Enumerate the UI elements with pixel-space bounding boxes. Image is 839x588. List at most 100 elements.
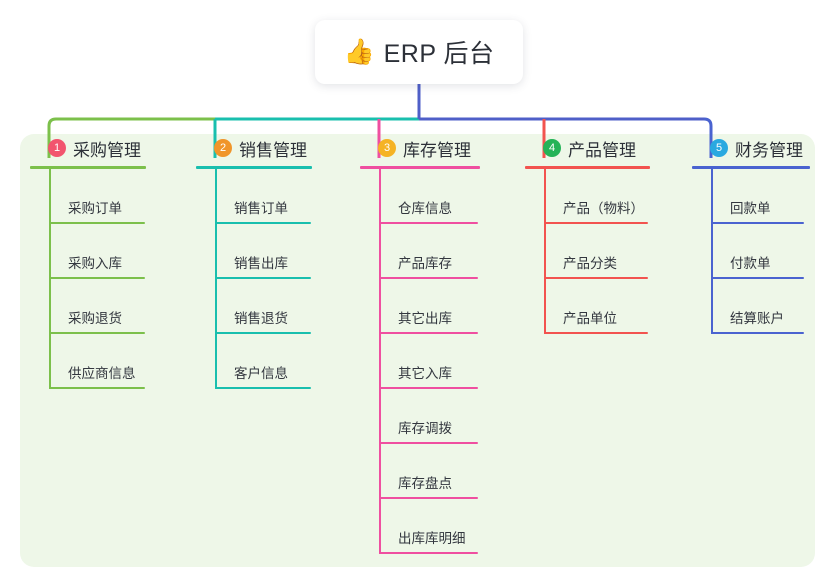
branch-item-label: 销售订单 bbox=[234, 201, 288, 216]
branch-item[interactable]: 销售出库 bbox=[216, 224, 346, 279]
branch-spine bbox=[49, 169, 51, 389]
branch-item[interactable]: 采购入库 bbox=[50, 224, 180, 279]
branch-item-underline bbox=[50, 222, 145, 224]
branch-item-underline bbox=[216, 332, 311, 334]
branch-number-badge: 3 bbox=[378, 139, 396, 157]
branch-item-label: 客户信息 bbox=[234, 366, 288, 381]
branch-spine bbox=[711, 169, 713, 334]
branch-item-list: 销售订单销售出库销售退货客户信息 bbox=[196, 169, 346, 389]
branch-item-underline bbox=[545, 332, 648, 334]
root-node[interactable]: 👍 ERP 后台 bbox=[315, 20, 523, 84]
branch-item-underline bbox=[380, 332, 478, 334]
branch-item-list: 产品（物料） 产品分类产品单位 bbox=[525, 169, 677, 334]
branch-item-label: 采购入库 bbox=[68, 256, 122, 271]
branch-item-underline bbox=[216, 277, 311, 279]
branch-item[interactable]: 仓库信息 bbox=[380, 169, 510, 224]
branch-item-label: 产品（物料） bbox=[563, 201, 644, 216]
branch-item-underline bbox=[50, 277, 145, 279]
branch-underline bbox=[30, 166, 146, 169]
branch-item-underline bbox=[712, 277, 804, 279]
branch-item-label: 仓库信息 bbox=[398, 201, 452, 216]
branch-item[interactable]: 其它出库 bbox=[380, 279, 510, 334]
branch-item-label: 销售出库 bbox=[234, 256, 288, 271]
branch-item[interactable]: 库存盘点 bbox=[380, 444, 510, 499]
branch-item[interactable]: 其它入库 bbox=[380, 334, 510, 389]
branch-item-label: 回款单 bbox=[730, 201, 771, 216]
branch-header-4[interactable]: 4 产品管理 bbox=[525, 134, 677, 162]
branch-item-underline bbox=[545, 222, 648, 224]
branch-item[interactable]: 产品分类 bbox=[545, 224, 677, 279]
branch-header-2[interactable]: 2 销售管理 bbox=[196, 134, 346, 162]
branch-item-label: 库存盘点 bbox=[398, 476, 452, 491]
branch-item-underline bbox=[380, 277, 478, 279]
branch-item[interactable]: 回款单 bbox=[712, 169, 832, 224]
root-node-label: ERP 后台 bbox=[383, 40, 495, 68]
branch-item-underline bbox=[380, 442, 478, 444]
branch-header-5[interactable]: 5 财务管理 bbox=[692, 134, 832, 162]
branch-item[interactable]: 销售订单 bbox=[216, 169, 346, 224]
branch-title: 财务管理 bbox=[735, 140, 803, 160]
branch-item[interactable]: 出库库明细 bbox=[380, 499, 510, 554]
branch-column-5: 5 财务管理回款单付款单结算账户 bbox=[692, 134, 832, 334]
branch-number-badge: 4 bbox=[543, 139, 561, 157]
branch-underline bbox=[196, 166, 312, 169]
branch-item[interactable]: 产品（物料） bbox=[545, 169, 677, 224]
branch-item[interactable]: 销售退货 bbox=[216, 279, 346, 334]
branch-item-label: 结算账户 bbox=[730, 311, 784, 326]
branch-column-3: 3 库存管理仓库信息产品库存其它出库其它入库库存调拨库存盘点出库库明细 bbox=[360, 134, 510, 554]
branch-item-label: 其它出库 bbox=[398, 311, 452, 326]
branch-item[interactable]: 付款单 bbox=[712, 224, 832, 279]
branch-item-list: 采购订单采购入库采购退货供应商信息 bbox=[30, 169, 180, 389]
branch-spine bbox=[215, 169, 217, 389]
branch-item-underline bbox=[380, 497, 478, 499]
branch-item-label: 库存调拨 bbox=[398, 421, 452, 436]
branch-header-1[interactable]: 1 采购管理 bbox=[30, 134, 180, 162]
branch-item-label: 产品单位 bbox=[563, 311, 617, 326]
branch-item-underline bbox=[545, 277, 648, 279]
branch-item[interactable]: 产品库存 bbox=[380, 224, 510, 279]
branch-item[interactable]: 供应商信息 bbox=[50, 334, 180, 389]
branch-item[interactable]: 采购退货 bbox=[50, 279, 180, 334]
branch-item-underline bbox=[712, 222, 804, 224]
branch-number-badge: 5 bbox=[710, 139, 728, 157]
branch-item-underline bbox=[50, 387, 145, 389]
branch-column-4: 4 产品管理产品（物料） 产品分类产品单位 bbox=[525, 134, 677, 334]
branch-title: 产品管理 bbox=[568, 140, 636, 160]
branch-item[interactable]: 产品单位 bbox=[545, 279, 677, 334]
branch-item-label: 采购订单 bbox=[68, 201, 122, 216]
branch-item-list: 回款单付款单结算账户 bbox=[692, 169, 832, 334]
branch-columns: 1 采购管理采购订单采购入库采购退货供应商信息 2 销售管理销售订单销售出库销售退货客… bbox=[0, 134, 839, 567]
branch-column-1: 1 采购管理采购订单采购入库采购退货供应商信息 bbox=[30, 134, 180, 389]
branch-item-label: 供应商信息 bbox=[68, 366, 136, 381]
branch-item-list: 仓库信息产品库存其它出库其它入库库存调拨库存盘点出库库明细 bbox=[360, 169, 510, 554]
branch-item-label: 付款单 bbox=[730, 256, 771, 271]
branch-title: 库存管理 bbox=[403, 140, 471, 160]
branch-item-underline bbox=[50, 332, 145, 334]
branch-item-underline bbox=[216, 222, 311, 224]
branch-number-badge: 1 bbox=[48, 139, 66, 157]
branch-item-underline bbox=[380, 222, 478, 224]
branch-number-badge: 2 bbox=[214, 139, 232, 157]
branch-item-label: 产品分类 bbox=[563, 256, 617, 271]
branch-item-underline bbox=[712, 332, 804, 334]
branch-item[interactable]: 库存调拨 bbox=[380, 389, 510, 444]
branch-item-underline bbox=[216, 387, 311, 389]
branch-spine bbox=[544, 169, 546, 334]
branches-panel bbox=[20, 134, 815, 567]
branch-spine bbox=[379, 169, 381, 554]
branch-item-label: 销售退货 bbox=[234, 311, 288, 326]
branch-item[interactable]: 结算账户 bbox=[712, 279, 832, 334]
branch-item-label: 其它入库 bbox=[398, 366, 452, 381]
branch-title: 销售管理 bbox=[239, 140, 307, 160]
branch-column-2: 2 销售管理销售订单销售出库销售退货客户信息 bbox=[196, 134, 346, 389]
branch-underline bbox=[692, 166, 810, 169]
branch-item-label: 出库库明细 bbox=[398, 531, 466, 546]
branch-underline bbox=[360, 166, 480, 169]
branch-item[interactable]: 采购订单 bbox=[50, 169, 180, 224]
branch-header-3[interactable]: 3 库存管理 bbox=[360, 134, 510, 162]
branch-item-underline bbox=[380, 387, 478, 389]
branch-item[interactable]: 客户信息 bbox=[216, 334, 346, 389]
branch-title: 采购管理 bbox=[73, 140, 141, 160]
branch-item-underline bbox=[380, 552, 478, 554]
